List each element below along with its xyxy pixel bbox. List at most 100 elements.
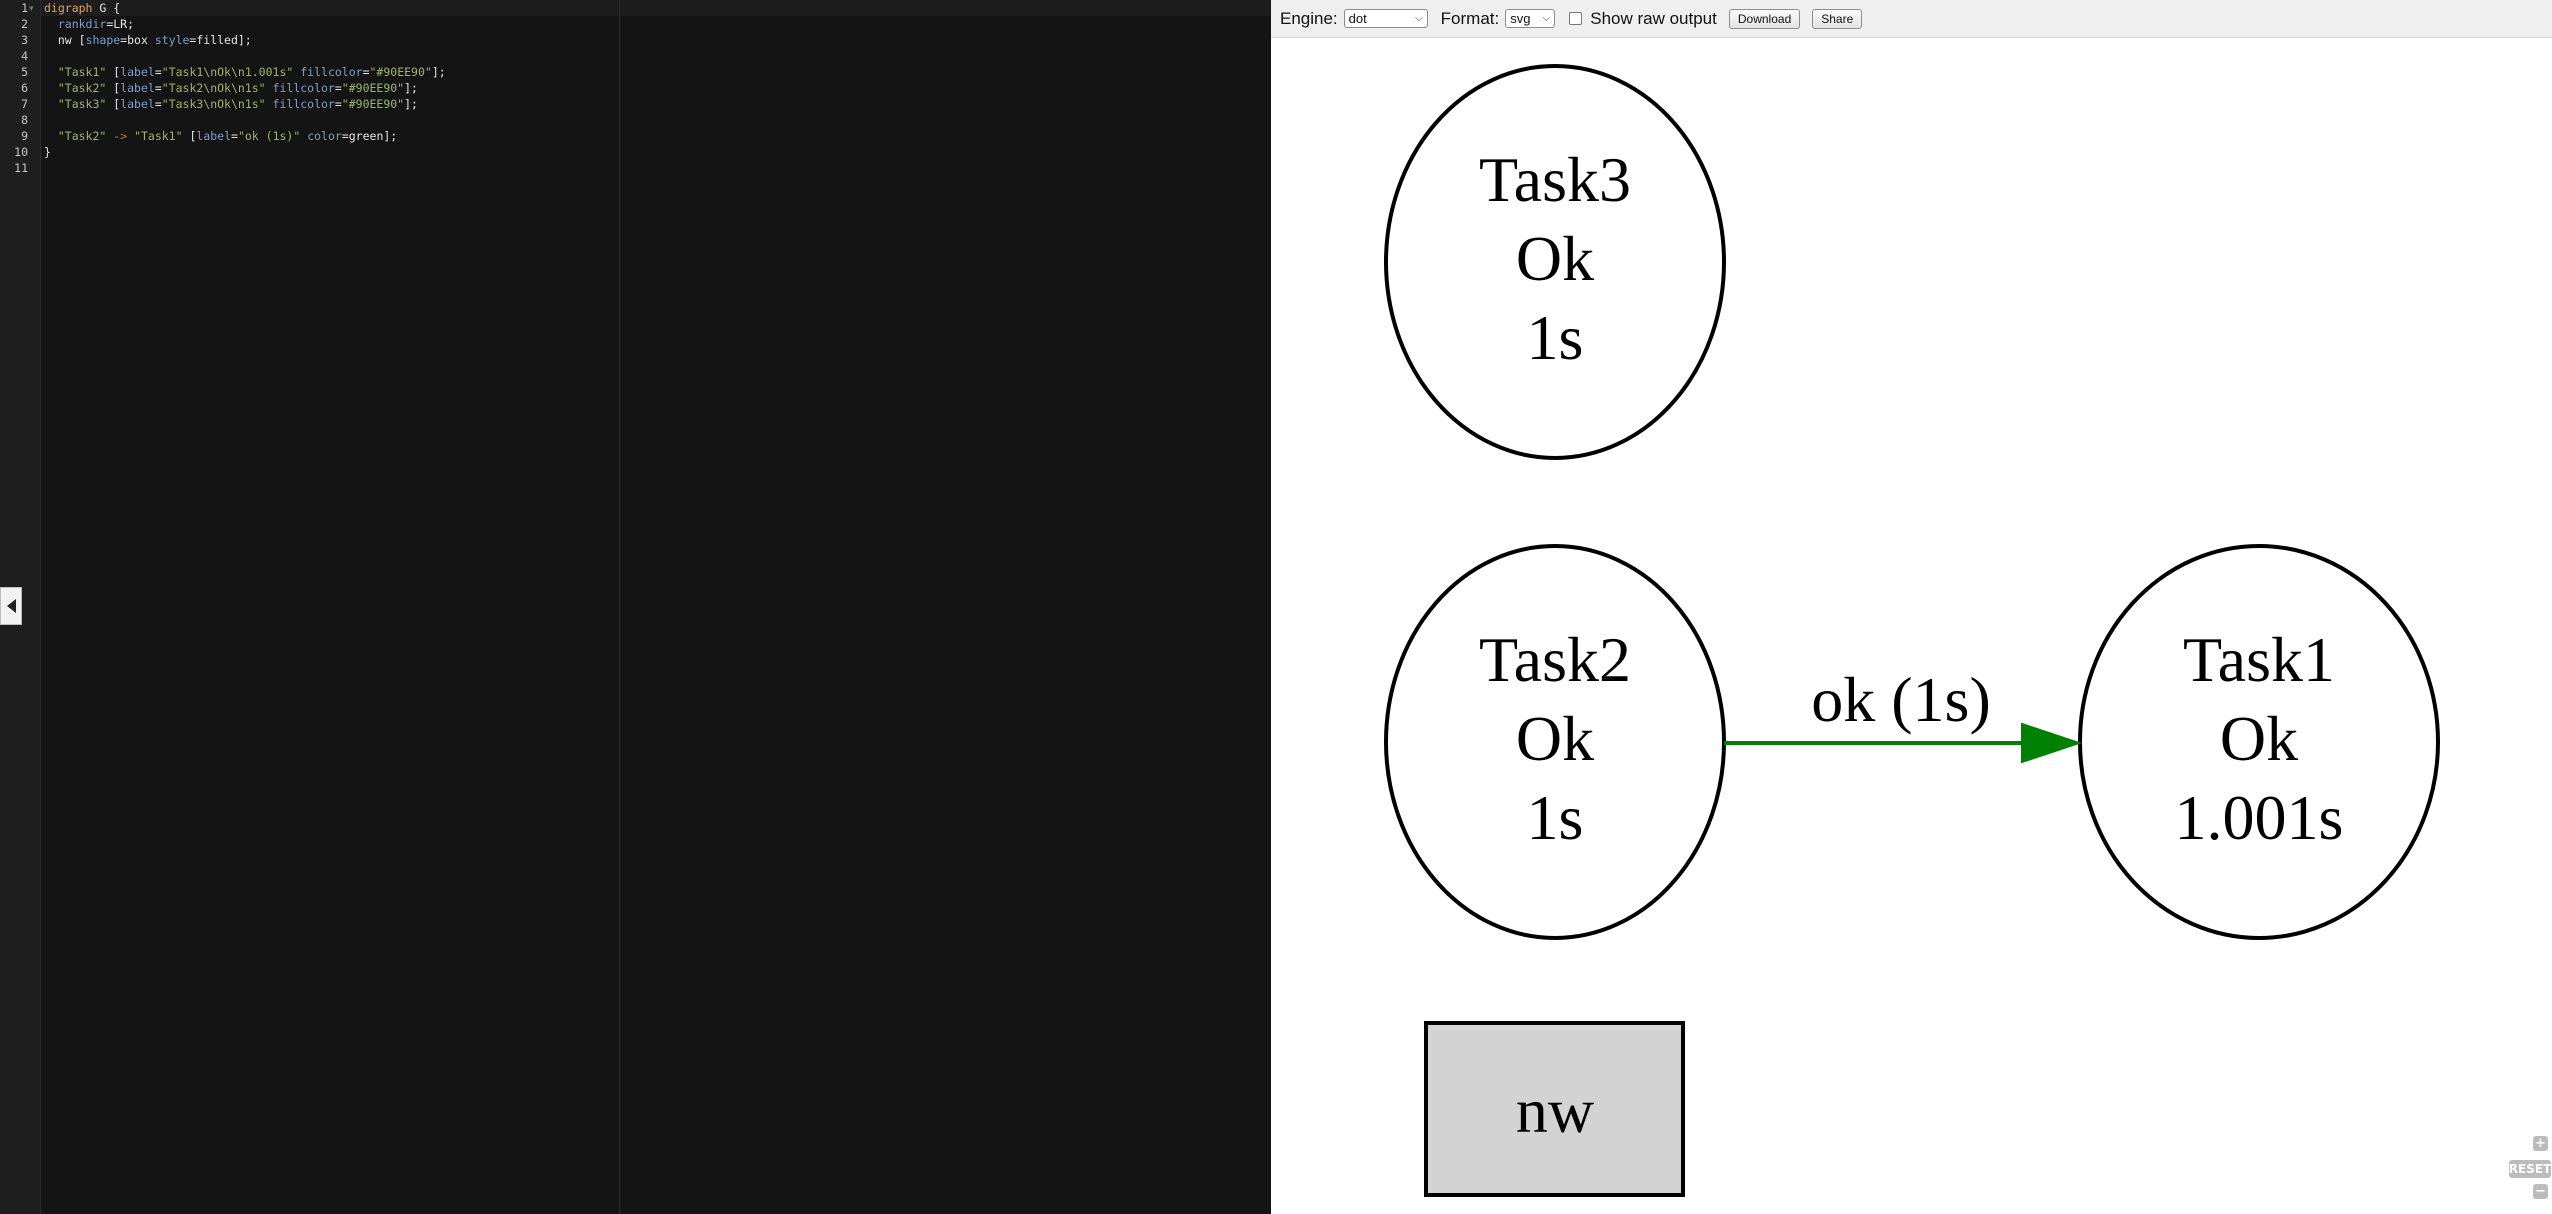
format-select-value: svg [1510, 11, 1531, 26]
code-token: = [362, 65, 370, 79]
node-task1[interactable]: Task1 Ok 1.001s [2078, 544, 2440, 940]
code-line: rankdir=LR; [44, 16, 134, 32]
code-token: shape [85, 33, 121, 47]
triangle-left-icon [6, 599, 16, 613]
code-line: "Task1" [label="Task1\nOk\n1.001s" fillc… [44, 64, 446, 80]
code-token: [ [106, 97, 121, 111]
code-token: fillcolor [272, 97, 335, 111]
code-token: "#90EE90" [369, 65, 432, 79]
code-line: } [44, 144, 51, 160]
node-label-line: Ok [1516, 223, 1594, 294]
line-number: 1 [21, 1, 28, 15]
zoom-controls: + RESET − [2509, 1136, 2551, 1206]
node-label-line: Task1 [2183, 624, 2335, 695]
node-label-line: 1.001s [2175, 782, 2344, 853]
code-token: =filled]; [189, 33, 252, 47]
code-token [44, 97, 58, 111]
code-token [44, 129, 58, 143]
code-token: "Task1" [57, 65, 107, 79]
code-token: rankdir [57, 17, 107, 31]
code-token: = [154, 81, 162, 95]
code-token [44, 81, 58, 95]
node-nw[interactable]: nw [1424, 1021, 1685, 1197]
node-label-line: 1s [1527, 302, 1584, 373]
chevron-down-icon: ⌵ [1415, 13, 1423, 24]
code-token: = [334, 81, 342, 95]
code-token: label [120, 97, 155, 111]
code-line: "Task3" [label="Task3\nOk\n1s" fillcolor… [44, 96, 418, 112]
node-label-line: Task2 [1479, 624, 1631, 695]
line-number: 4 [21, 49, 28, 63]
code-token: =box [120, 33, 155, 47]
code-token: ]; [404, 97, 418, 111]
download-button[interactable]: Download [1728, 8, 1801, 29]
node-task2[interactable]: Task2 Ok 1s [1384, 544, 1726, 940]
line-number: 5 [21, 65, 28, 79]
code-token: = [231, 129, 238, 143]
code-line: nw [shape=box style=filled]; [44, 32, 252, 48]
line-number: 11 [14, 161, 28, 175]
format-label: Format: [1440, 8, 1500, 28]
code-token: G { [92, 1, 121, 15]
node-label-line: Ok [1516, 703, 1594, 774]
code-token: "Task2" [57, 81, 107, 95]
line-number: 6 [21, 81, 28, 95]
code-token: "Task3" [57, 97, 107, 111]
collapse-editor-button[interactable] [0, 587, 22, 625]
code-token: [ [106, 65, 121, 79]
code-token: label [196, 129, 232, 143]
code-token [44, 65, 58, 79]
code-token [266, 81, 273, 95]
line-number: 2 [21, 17, 28, 31]
code-token: "#90EE90" [341, 97, 405, 111]
code-token: ]; [431, 65, 446, 79]
code-token: fillcolor [300, 65, 363, 79]
code-token: } [44, 145, 51, 159]
raw-output-checkbox[interactable] [1569, 12, 1583, 25]
node-shape [1424, 1021, 1685, 1197]
engine-select[interactable]: dot ⌵ [1343, 9, 1428, 28]
line-number: 9 [21, 129, 28, 143]
zoom-out-button[interactable]: − [2533, 1184, 2548, 1199]
node-label-line: Ok [2220, 703, 2298, 774]
graph-canvas[interactable]: Task3 Ok 1s Task2 Ok 1s Task1 Ok 1.001s … [1271, 38, 2552, 1214]
code-token: digraph [44, 1, 93, 15]
arrowhead-icon [2021, 722, 2083, 764]
line-number: 3 [21, 33, 28, 47]
node-label-line: Task3 [1479, 144, 1631, 215]
code-token: nw [ [44, 33, 86, 47]
code-token: "#90EE90" [341, 81, 405, 95]
node-shape [2078, 544, 2440, 940]
code-line: "Task2" -> "Task1" [label="ok (1s)" colo… [44, 128, 397, 144]
fold-arrow-icon[interactable]: ▾ [29, 3, 34, 13]
preview-pane: Engine: dot ⌵ Format: svg ⌵ Show raw out… [1271, 0, 2552, 1214]
code-token [44, 17, 58, 31]
node-shape [1384, 64, 1726, 460]
code-token: [ [106, 81, 121, 95]
code-token: =LR; [106, 17, 135, 31]
code-token: fillcolor [272, 81, 335, 95]
zoom-in-button[interactable]: + [2533, 1136, 2548, 1151]
edge-task2-task1[interactable]: ok (1s) [1724, 664, 2083, 764]
toolbar: Engine: dot ⌵ Format: svg ⌵ Show raw out… [1271, 0, 2552, 38]
node-label-line: nw [1516, 1075, 1594, 1146]
engine-label: Engine: [1280, 8, 1338, 28]
share-button[interactable]: Share [1812, 8, 1863, 29]
active-line-highlight [41, 0, 1271, 16]
line-number: 8 [21, 113, 28, 127]
raw-output-label: Show raw output [1590, 8, 1717, 28]
code-token: = [334, 97, 342, 111]
code-token: label [120, 81, 155, 95]
code-token: color [307, 129, 342, 143]
code-token: "Task1" [134, 129, 183, 143]
node-task3[interactable]: Task3 Ok 1s [1384, 64, 1726, 460]
code-token: =green]; [341, 129, 398, 143]
code-line: digraph G { [44, 0, 120, 16]
format-select[interactable]: svg ⌵ [1505, 9, 1556, 28]
code-token: [ [182, 129, 197, 143]
code-token: -> [113, 129, 128, 143]
line-number: 7 [21, 97, 28, 111]
chevron-down-icon: ⌵ [1542, 13, 1551, 24]
reset-zoom-button[interactable]: RESET [2508, 1160, 2552, 1178]
